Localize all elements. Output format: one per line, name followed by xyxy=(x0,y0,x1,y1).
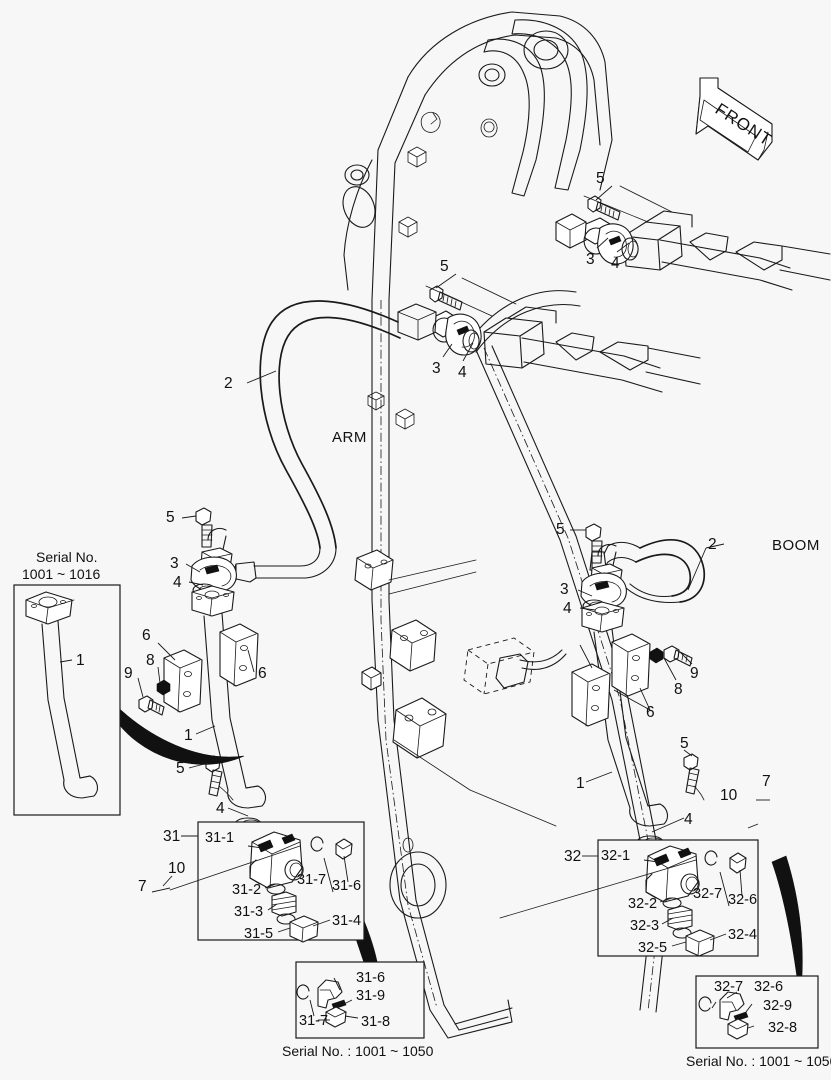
label-32-4: 32-4 xyxy=(728,927,757,943)
serial-inset-left xyxy=(13,584,121,816)
callout-washer-right-bottom: 10 xyxy=(720,787,738,804)
hidden-bracket-dashed xyxy=(463,637,567,695)
boom-tube-assembly xyxy=(571,523,705,849)
callout-bolt-left-low: 5 xyxy=(176,760,185,777)
callout-clamp-top-boom: 3 xyxy=(586,251,595,268)
arm-face-fittings xyxy=(367,111,498,430)
label-31-6: 31-6 xyxy=(332,878,361,894)
boom-cylinder-assembly xyxy=(555,185,831,291)
inset-31-alt-frame xyxy=(295,961,425,1039)
assembly-31-part-labels: 31-1 31-2 31-3 31-4 31-5 31-6 31-7 xyxy=(205,830,361,942)
assembly-31-box xyxy=(169,821,365,943)
callout-numbers: 2 2 5 3 4 5 3 4 5 3 4 6 6 8 9 1 5 4 7 10… xyxy=(76,170,771,895)
boom-hydraulic-hose xyxy=(589,539,706,604)
inset-32-alt-labels: 32-7 32-6 32-9 32-8 xyxy=(714,979,797,1036)
assembly-32-part-labels: 32-1 32-2 32-3 32-4 32-5 32-6 32-7 xyxy=(601,848,757,956)
leader-lines xyxy=(59,185,770,1029)
callout-clamp-right-mid: 3 xyxy=(560,581,569,598)
label-31-7: 31-7 xyxy=(297,872,326,888)
callout-nut-left: 8 xyxy=(146,652,155,669)
label-32-2: 32-2 xyxy=(628,896,657,912)
inset-32-serial-text: Serial No. : 1001 ~ 1050 xyxy=(686,1053,831,1069)
callout-oring-left-low: 4 xyxy=(216,800,225,817)
arm-tube-assembly xyxy=(138,507,267,831)
label-inset-32-9: 32-9 xyxy=(763,998,792,1014)
callout-inset-left-tube: 1 xyxy=(76,652,85,669)
label-inset-32-8: 32-8 xyxy=(768,1020,797,1036)
bolt-5-top xyxy=(587,195,621,221)
inset-32-alt-frame xyxy=(695,975,819,1049)
arm-panel-brackets xyxy=(354,549,447,759)
label-32-6: 32-6 xyxy=(728,892,757,908)
section-label-boom: BOOM xyxy=(772,537,820,554)
callout-oring-left-mid: 4 xyxy=(173,574,182,591)
inset-31-serial-text: Serial No. : 1001 ~ 1050 xyxy=(282,1043,434,1059)
callout-boom-hose: 2 xyxy=(708,536,717,553)
bolt-5-boom-low xyxy=(683,753,700,795)
section-label-arm: ARM xyxy=(332,429,367,446)
serial-inset-left-frame xyxy=(13,584,121,816)
label-31-3: 31-3 xyxy=(234,904,263,920)
bolt-5-arm-top xyxy=(195,507,213,548)
label-32-7: 32-7 xyxy=(693,886,722,902)
inset-31-alt-labels: 31-6 31-9 31-7 31-8 xyxy=(299,970,390,1030)
callout-assembly-31: 31 xyxy=(163,828,180,845)
serial-left-line1: Serial No. xyxy=(36,549,97,565)
callout-bolt-top-arm: 5 xyxy=(440,258,449,275)
callout-oring-top-boom: 4 xyxy=(611,255,620,272)
label-31-4: 31-4 xyxy=(332,913,361,929)
callout-oring-right-mid: 4 xyxy=(563,600,572,617)
serial-left-line2: 1001 ~ 1016 xyxy=(22,566,100,582)
callout-clamp-left-mid: 3 xyxy=(170,555,179,572)
bolt-5-boom-top xyxy=(585,523,603,564)
label-32-3: 32-3 xyxy=(630,918,659,934)
label-31-5: 31-5 xyxy=(244,926,273,942)
callout-assembly-32: 32 xyxy=(564,848,581,865)
callout-bracket-left-a: 6 xyxy=(142,627,151,644)
callout-bolt-left: 9 xyxy=(124,665,133,682)
assembly-32-box xyxy=(499,839,759,957)
label-31-2: 31-2 xyxy=(232,882,261,898)
callout-clamp-top-arm: 3 xyxy=(432,360,441,377)
callout-bolt-right-low: 5 xyxy=(680,735,689,752)
arm-hydraulic-hose xyxy=(231,300,401,583)
callout-tube-right: 1 xyxy=(576,775,585,792)
label-inset-32-7: 32-7 xyxy=(714,979,743,995)
callout-oring-top-arm: 4 xyxy=(458,364,467,381)
callout-tube-left: 1 xyxy=(184,727,193,744)
callout-oring-right-low: 4 xyxy=(684,811,693,828)
inset-31-alt-box: Serial No. : 1001 ~ 1050 xyxy=(282,961,434,1059)
callout-bracket-left-b: 6 xyxy=(258,665,267,682)
label-inset-32-6: 32-6 xyxy=(754,979,783,995)
callout-bracket-right: 6 xyxy=(646,704,655,721)
label-inset-31-7: 31-7 xyxy=(299,1013,328,1029)
callout-nut-right: 8 xyxy=(674,681,683,698)
callout-washer-left-bottom: 10 xyxy=(168,860,186,877)
inset-32-alt-box: Serial No. : 1001 ~ 1050 xyxy=(686,975,831,1069)
label-32-1: 32-1 xyxy=(601,848,630,864)
callout-bolt-right: 9 xyxy=(690,665,699,682)
callout-bolt-left-bottom: 7 xyxy=(138,878,147,895)
label-31-1: 31-1 xyxy=(205,830,234,846)
label-32-5: 32-5 xyxy=(638,940,667,956)
callout-bolt-left-mid: 5 xyxy=(166,509,175,526)
label-inset-31-8: 31-8 xyxy=(361,1014,390,1030)
label-inset-31-6: 31-6 xyxy=(356,970,385,986)
callout-bolt-right-mid: 5 xyxy=(556,521,565,538)
callout-arm-hose: 2 xyxy=(224,375,233,392)
label-inset-31-9: 31-9 xyxy=(356,988,385,1004)
callout-bolt-right-bottom: 7 xyxy=(762,773,771,790)
callout-bolt-top-boom: 5 xyxy=(596,170,605,187)
